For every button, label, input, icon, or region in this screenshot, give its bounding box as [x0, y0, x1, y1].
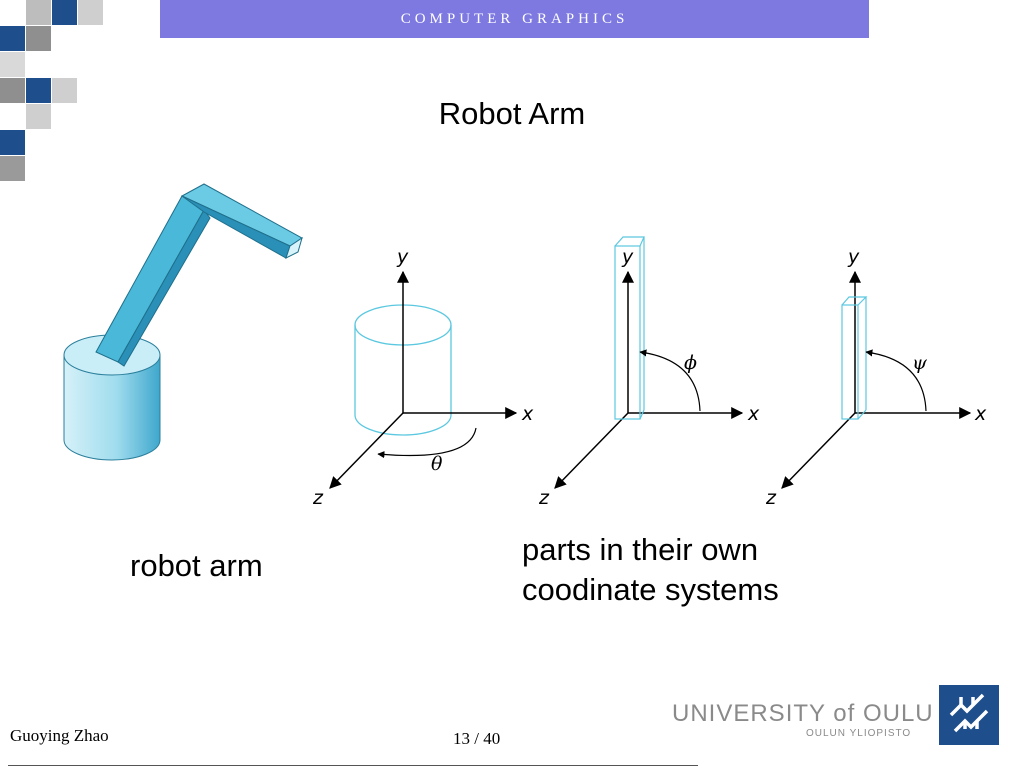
angle-label-psi: ψ [912, 352, 928, 374]
base-coordinate-frame [329, 270, 518, 489]
caption-coordinate-systems: parts in their own coodinate systems [522, 530, 779, 610]
robot-arm-diagram: y x z y x z y x z θ ϕ ψ [63, 183, 987, 509]
axis-label-y: y [396, 246, 409, 268]
axis-label-z: z [538, 487, 550, 509]
footer-author: Guoying Zhao [10, 726, 109, 745]
axis-label-x: x [747, 403, 760, 425]
footer-divider [8, 765, 698, 766]
upper-arm-coordinate-frame [781, 270, 972, 489]
slide-title: Robot Arm [438, 96, 586, 131]
lower-arm-coordinate-frame [554, 236, 744, 489]
angle-label-theta: θ [431, 453, 443, 475]
university-logo-icon [939, 685, 999, 745]
axis-label-x: x [521, 403, 534, 425]
caption-line: coodinate systems [522, 572, 779, 607]
course-title: COMPUTER GRAPHICS [400, 10, 629, 27]
caption-line: parts in their own [522, 532, 759, 567]
axis-label-z: z [765, 487, 777, 509]
footer-page-number: 13 / 40 [453, 729, 501, 748]
caption-robot-arm: robot arm [130, 548, 263, 583]
axis-label-z: z [312, 487, 324, 509]
axis-label-y: y [621, 246, 634, 268]
decorative-checker-pattern [0, 0, 104, 181]
course-header-bar: COMPUTER GRAPHICS [160, 0, 869, 38]
axis-label-x: x [974, 403, 987, 425]
axis-label-y: y [847, 246, 860, 268]
robot-arm-illustration [63, 183, 303, 461]
university-name: UNIVERSITY of OULU [672, 700, 934, 727]
university-subtitle: OULUN YLIOPISTO [806, 728, 912, 739]
angle-label-phi: ϕ [684, 352, 697, 374]
